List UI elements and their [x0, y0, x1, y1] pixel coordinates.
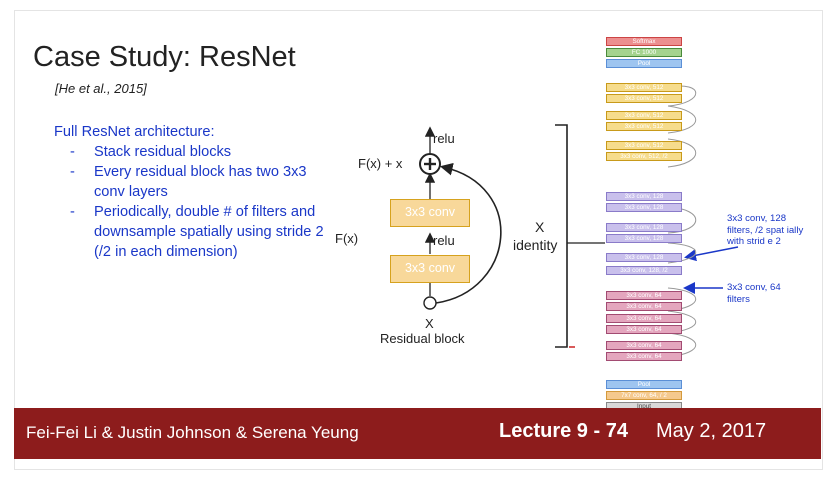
arch-layer-c128: 3x3 conv, 128	[606, 253, 682, 262]
arch-layer-c64: 3x3 conv, 64	[606, 314, 682, 323]
arch-layer-c128: 3x3 conv, 128	[606, 192, 682, 201]
relu-top-label: relu	[433, 131, 455, 146]
citation: [He et al., 2015]	[55, 81, 147, 96]
bullet-item: Every residual block has two 3x3 conv la…	[54, 162, 324, 202]
slide: Case Study: ResNet [He et al., 2015] Ful…	[14, 10, 823, 470]
arch-layer-c512: 3x3 conv, 512	[606, 94, 682, 103]
arch-layer-c128: 3x3 conv, 128	[606, 203, 682, 212]
arch-layer-pool: Pool	[606, 380, 682, 389]
identity-skip-arrow	[435, 162, 502, 304]
arch-layer-c512: 3x3 conv, 512	[606, 122, 682, 131]
annotation-128: 3x3 conv, 128 filters, /2 spat ially wit…	[727, 213, 804, 247]
arch-layer-c7: 7x7 conv, 64, / 2	[606, 391, 682, 400]
bullet-list: Full ResNet architecture: Stack residual…	[54, 122, 324, 262]
arch-layer-fc: FC 1000	[606, 48, 682, 57]
arch-layer-softmax: Softmax	[606, 37, 682, 46]
slide-title: Case Study: ResNet	[33, 41, 296, 73]
bracket	[555, 124, 568, 348]
arch-layer-c64: 3x3 conv, 64	[606, 352, 682, 361]
relu-mid-label: relu	[433, 233, 455, 248]
identity-label: identity	[513, 237, 558, 253]
footer-authors: Fei-Fei Li & Justin Johnson & Serena Yeu…	[26, 423, 359, 442]
bullet-item: Periodically, double # of filters and do…	[54, 202, 324, 262]
residual-block-diagram	[419, 85, 739, 358]
sum-label: F(x) + x	[358, 156, 403, 171]
arch-layer-c128: 3x3 conv, 128, /2	[606, 266, 682, 275]
conv-top-box: 3x3 conv	[390, 199, 470, 227]
x-input-label: X	[425, 316, 434, 331]
fx-label: F(x)	[335, 231, 359, 246]
bullet-item: Stack residual blocks	[54, 142, 324, 162]
arch-layer-c64: 3x3 conv, 64	[606, 291, 682, 300]
arch-layer-c64: 3x3 conv, 64	[606, 341, 682, 350]
annotation-arrow	[684, 246, 739, 262]
bullet-heading: Full ResNet architecture:	[54, 124, 215, 140]
annotation-64: 3x3 conv, 64 filters	[727, 282, 781, 305]
arch-layer-c512: 3x3 conv, 512	[606, 141, 682, 150]
arch-layer-c64: 3x3 conv, 64	[606, 302, 682, 311]
arch-layer-c128: 3x3 conv, 128	[606, 223, 682, 232]
arch-layer-pool: Pool	[606, 59, 682, 68]
arch-layer-c64: 3x3 conv, 64	[606, 325, 682, 334]
identity-x-label: X	[535, 219, 545, 235]
arch-layer-c512: 3x3 conv, 512	[606, 83, 682, 92]
arch-layer-c128: 3x3 conv, 128	[606, 234, 682, 243]
input-node	[423, 296, 437, 310]
footer-bar: Fei-Fei Li & Justin Johnson & Serena Yeu…	[14, 408, 821, 459]
footer-lecture: Lecture 9 - 74	[499, 420, 628, 442]
arch-layer-c512: 3x3 conv, 512, /2	[606, 152, 682, 161]
conv-bottom-box: 3x3 conv	[390, 255, 470, 283]
footer-date: May 2, 2017	[656, 420, 767, 442]
arch-layer-c512: 3x3 conv, 512	[606, 111, 682, 120]
residual-block-caption: Residual block	[380, 331, 465, 346]
